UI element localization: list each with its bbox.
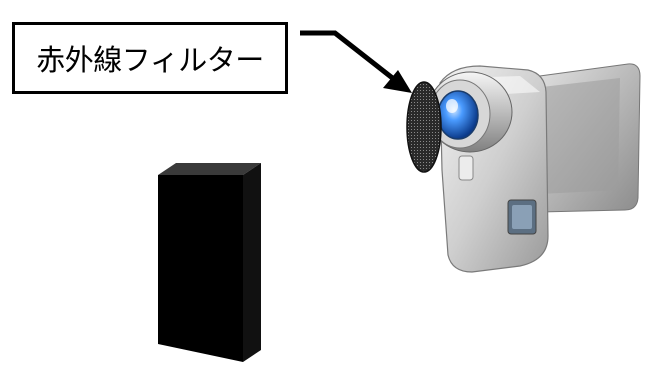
filter-label-box: 赤外線フィルター bbox=[12, 22, 288, 94]
black-box-object bbox=[158, 163, 261, 362]
filter-label-text: 赤外線フィルター bbox=[36, 43, 264, 77]
video-camera-icon bbox=[427, 63, 641, 273]
infrared-filter-disc bbox=[406, 81, 442, 173]
pointer-arrow bbox=[300, 30, 412, 93]
